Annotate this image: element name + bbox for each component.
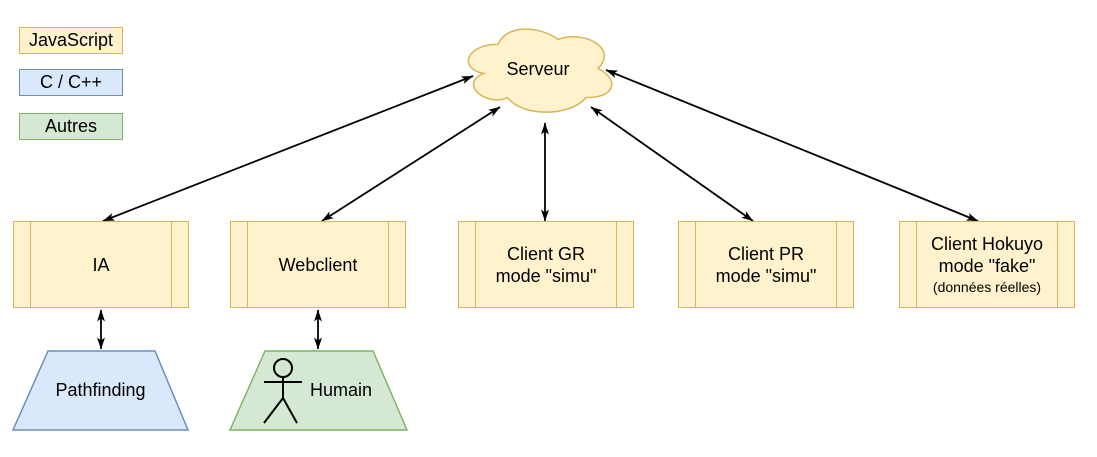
trapezoid-humain-shape xyxy=(228,350,409,431)
arrow-serveur-webclient xyxy=(321,106,501,222)
legend-item-javascript: JavaScript xyxy=(19,27,123,54)
server-cloud-shape xyxy=(467,28,613,113)
person-icon xyxy=(263,358,302,424)
client-box-gr: Client GR mode "simu" xyxy=(458,221,634,308)
arrow-serveur-ia xyxy=(102,75,474,222)
client-box-gr-label-line1: Client GR xyxy=(506,243,586,264)
client-box-ia-label: IA xyxy=(92,254,110,275)
client-box-hokuyo: Client Hokuyo mode "fake" (données réell… xyxy=(899,221,1075,308)
client-box-ia: IA xyxy=(13,221,189,308)
legend-label-javascript: JavaScript xyxy=(28,30,114,50)
client-box-hokuyo-label-line1: Client Hokuyo xyxy=(930,233,1044,254)
arrow-serveur-client-pr xyxy=(590,106,754,222)
client-box-gr-label-line2: mode "simu" xyxy=(495,265,597,286)
client-box-webclient-label: Webclient xyxy=(278,254,358,275)
client-box-pr: Client PR mode "simu" xyxy=(678,221,854,308)
client-box-hokuyo-note: (données réelles) xyxy=(932,278,1042,295)
trapezoid-pathfinding-shape xyxy=(11,350,190,431)
legend-item-c-cpp: C / C++ xyxy=(19,69,123,96)
client-box-webclient: Webclient xyxy=(230,221,406,308)
client-box-hokuyo-label-line2: mode "fake" xyxy=(938,255,1036,276)
legend-item-autres: Autres xyxy=(19,113,123,140)
legend-label-autres: Autres xyxy=(44,116,98,136)
client-box-pr-label-line1: Client PR xyxy=(727,243,805,264)
arrow-serveur-client-hokuyo xyxy=(605,69,979,222)
legend-label-c-cpp: C / C++ xyxy=(39,72,103,92)
client-box-pr-label-line2: mode "simu" xyxy=(715,265,817,286)
